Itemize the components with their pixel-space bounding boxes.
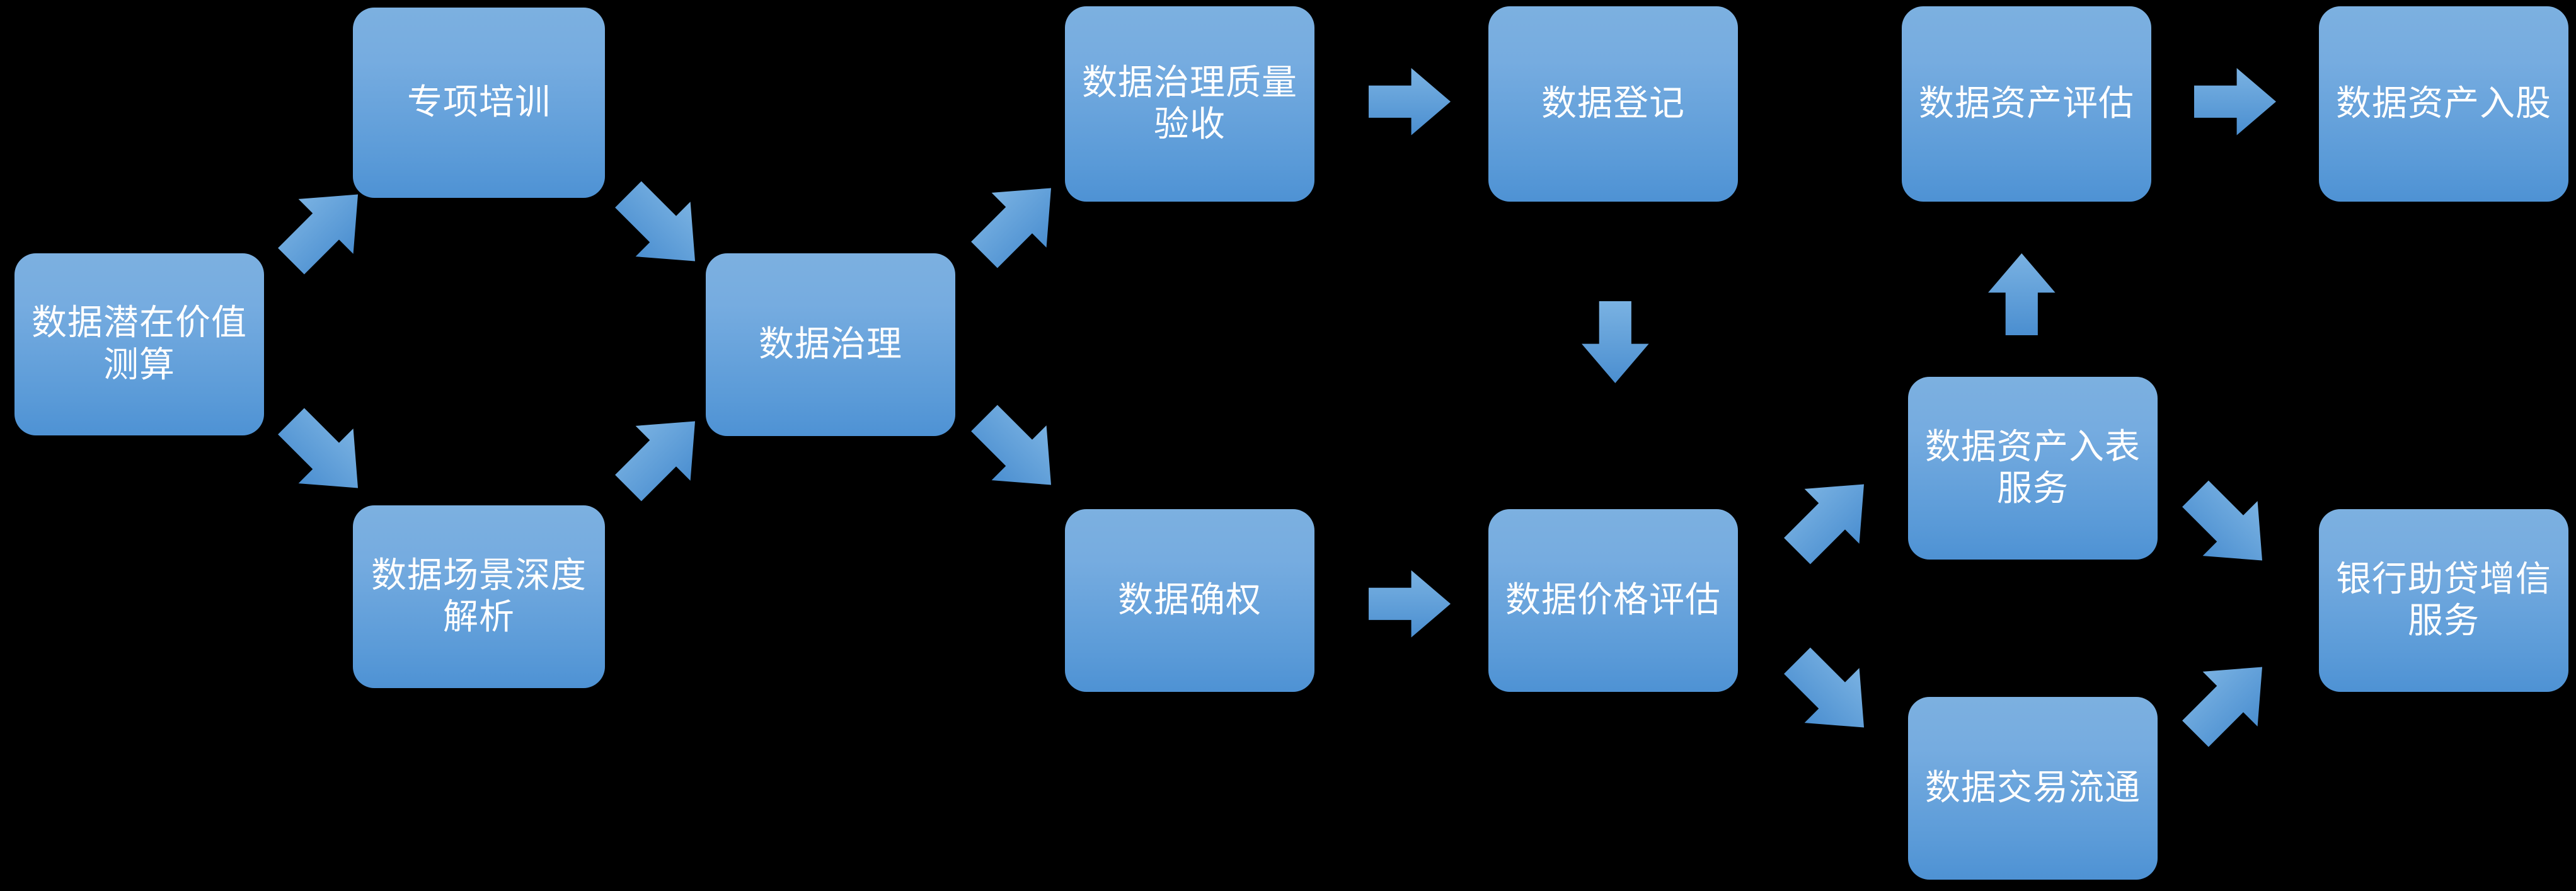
flow-arrow-diagonal-up-right-icon — [2182, 662, 2276, 747]
flow-node-n7[interactable]: 数据资产评估 — [1902, 6, 2151, 202]
flow-node-label: 数据价格评估 — [1505, 579, 1721, 621]
flow-node-label: 数据资产评估 — [1919, 83, 2134, 124]
flow-node-n10[interactable]: 数据价格评估 — [1488, 509, 1738, 692]
flow-arrow-right-icon — [2194, 68, 2276, 135]
flow-arrow-diagonal-down-right-icon — [277, 408, 372, 493]
flow-node-label: 数据交易流通 — [1925, 767, 2141, 808]
flow-node-label: 数据资产入表服务 — [1925, 426, 2141, 509]
flow-node-label: 数据治理质量验收 — [1082, 62, 1297, 145]
flow-node-label: 数据治理 — [759, 323, 902, 365]
flow-node-label: 专项培训 — [407, 81, 551, 123]
flow-node-n9[interactable]: 数据确权 — [1065, 509, 1314, 692]
flow-arrow-right-icon — [1369, 68, 1451, 135]
flow-node-n6[interactable]: 数据登记 — [1488, 6, 1738, 202]
flow-node-label: 银行助贷增信服务 — [2336, 558, 2551, 641]
flow-node-n3[interactable]: 数据场景深度解析 — [353, 505, 605, 688]
flow-arrow-diagonal-down-right-icon — [2182, 480, 2276, 566]
flow-arrow-diagonal-down-right-icon — [970, 405, 1065, 490]
flow-arrow-diagonal-up-right-icon — [277, 189, 372, 275]
flow-node-label: 数据登记 — [1541, 83, 1685, 124]
flow-node-n12[interactable]: 数据交易流通 — [1908, 697, 2158, 880]
flow-arrow-diagonal-up-right-icon — [1783, 479, 1878, 565]
flow-arrow-diagonal-up-right-icon — [614, 416, 709, 502]
flow-arrow-up-icon — [1988, 253, 2056, 335]
flow-node-label: 数据资产入股 — [2336, 83, 2551, 124]
flow-arrow-right-icon — [1369, 570, 1451, 638]
flow-arrow-down-icon — [1582, 301, 1649, 383]
flow-node-n5[interactable]: 数据治理质量验收 — [1065, 6, 1314, 202]
flow-arrow-diagonal-down-right-icon — [1783, 647, 1878, 733]
flow-node-n2[interactable]: 专项培训 — [353, 8, 605, 198]
flow-node-label: 数据潜在价值测算 — [32, 302, 247, 386]
flow-node-n4[interactable]: 数据治理 — [706, 253, 955, 436]
flow-node-n8[interactable]: 数据资产入股 — [2319, 6, 2568, 202]
flow-arrow-diagonal-up-right-icon — [970, 183, 1065, 268]
flow-node-n11[interactable]: 数据资产入表服务 — [1908, 377, 2158, 560]
flow-node-label: 数据场景深度解析 — [371, 555, 587, 638]
flow-node-label: 数据确权 — [1118, 579, 1262, 621]
flow-node-n13[interactable]: 银行助贷增信服务 — [2319, 509, 2568, 692]
flow-node-n1[interactable]: 数据潜在价值测算 — [14, 253, 264, 435]
flow-arrow-diagonal-down-right-icon — [614, 181, 709, 267]
